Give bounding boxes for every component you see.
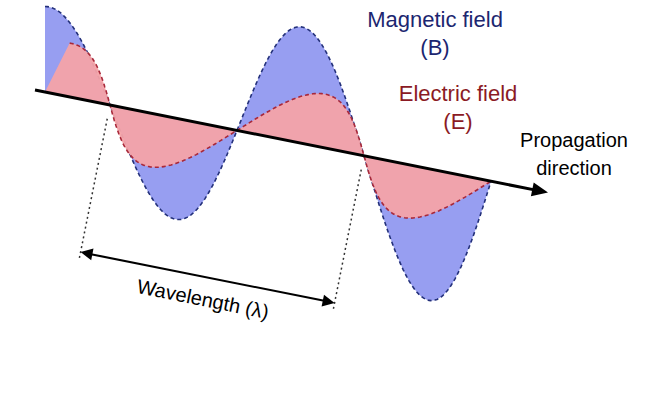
propagation-label: Propagation direction: [503, 126, 645, 182]
magnetic-field-label: Magnetic field (B): [360, 6, 510, 62]
dimension-arrowhead: [81, 249, 94, 261]
electric-field-label: Electric field (E): [398, 80, 518, 136]
electric-wave-outline: [70, 43, 491, 218]
extension-line: [333, 170, 361, 311]
extension-line: [79, 119, 107, 260]
dimension-arrowhead: [322, 295, 335, 307]
electric-wave-fill: [45, 43, 491, 218]
propagation-arrowhead: [531, 183, 548, 197]
